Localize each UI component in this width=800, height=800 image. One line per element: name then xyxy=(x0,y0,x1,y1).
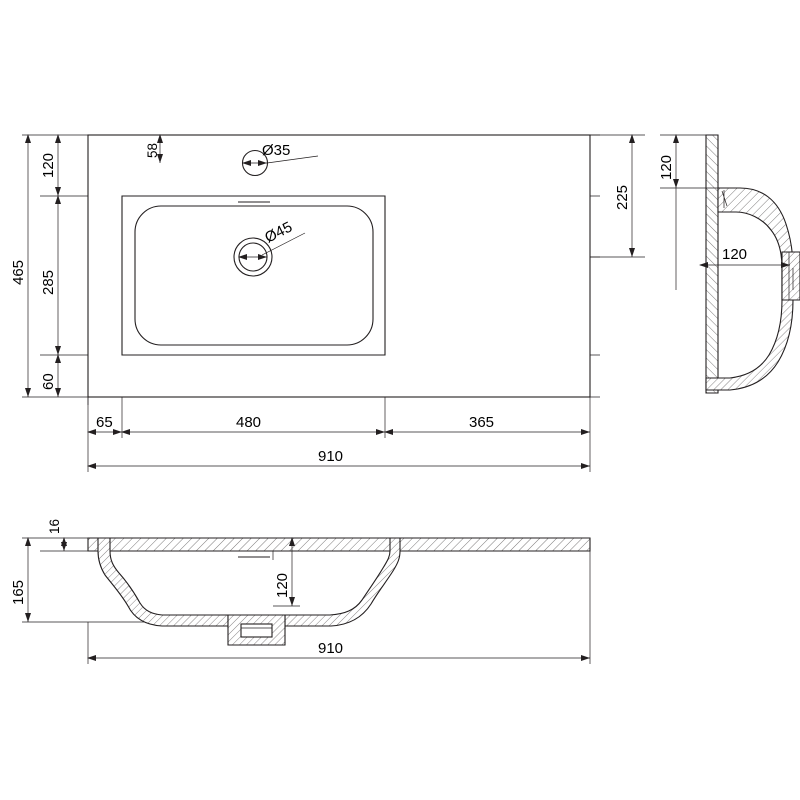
drain-hole-dim xyxy=(238,232,306,260)
dim-65-label: 65 xyxy=(96,414,113,431)
side-rim-notch xyxy=(721,190,728,208)
front-section-view-group: 16 165 120 910 xyxy=(10,519,591,664)
side-overflow-collar-hatch xyxy=(782,252,800,300)
front-drain-aperture xyxy=(240,623,273,638)
dim-58-label: 58 xyxy=(145,143,160,158)
tap-hole-label: Ø35 xyxy=(262,142,290,159)
dim-465-label: 465 xyxy=(10,260,27,285)
dim-165-label: 165 xyxy=(10,580,27,605)
dim-120-side-horizontal-label: 120 xyxy=(722,246,747,263)
side-bowl-wall-hatch xyxy=(706,268,793,390)
side-section-extension-lines xyxy=(660,134,794,290)
side-rim-hatch xyxy=(718,188,793,300)
dim-60-label: 60 xyxy=(40,373,57,390)
top-view-group: Ø35 Ø45 58 120 285 60 465 xyxy=(10,134,645,472)
dim-120-side-vertical-label: 120 xyxy=(658,155,675,180)
dim-225-label: 225 xyxy=(614,185,631,210)
dim-480-label: 480 xyxy=(236,414,261,431)
dim-16-label: 16 xyxy=(47,519,62,534)
side-section-view-group: 120 120 xyxy=(658,134,800,394)
dim-365-label: 365 xyxy=(469,414,494,431)
dim-910-bottom-label: 910 xyxy=(318,640,343,657)
dim-910-top-label: 910 xyxy=(318,448,343,465)
tap-hole-dim xyxy=(242,155,319,166)
dim-285-label: 285 xyxy=(40,270,57,295)
side-splashback-hatch xyxy=(706,135,718,393)
dim-120-top-label: 120 xyxy=(40,153,57,178)
front-rim-slab-hatch xyxy=(88,538,590,551)
dim-225-extensions xyxy=(590,134,645,258)
dim-120-front-label: 120 xyxy=(274,573,291,598)
